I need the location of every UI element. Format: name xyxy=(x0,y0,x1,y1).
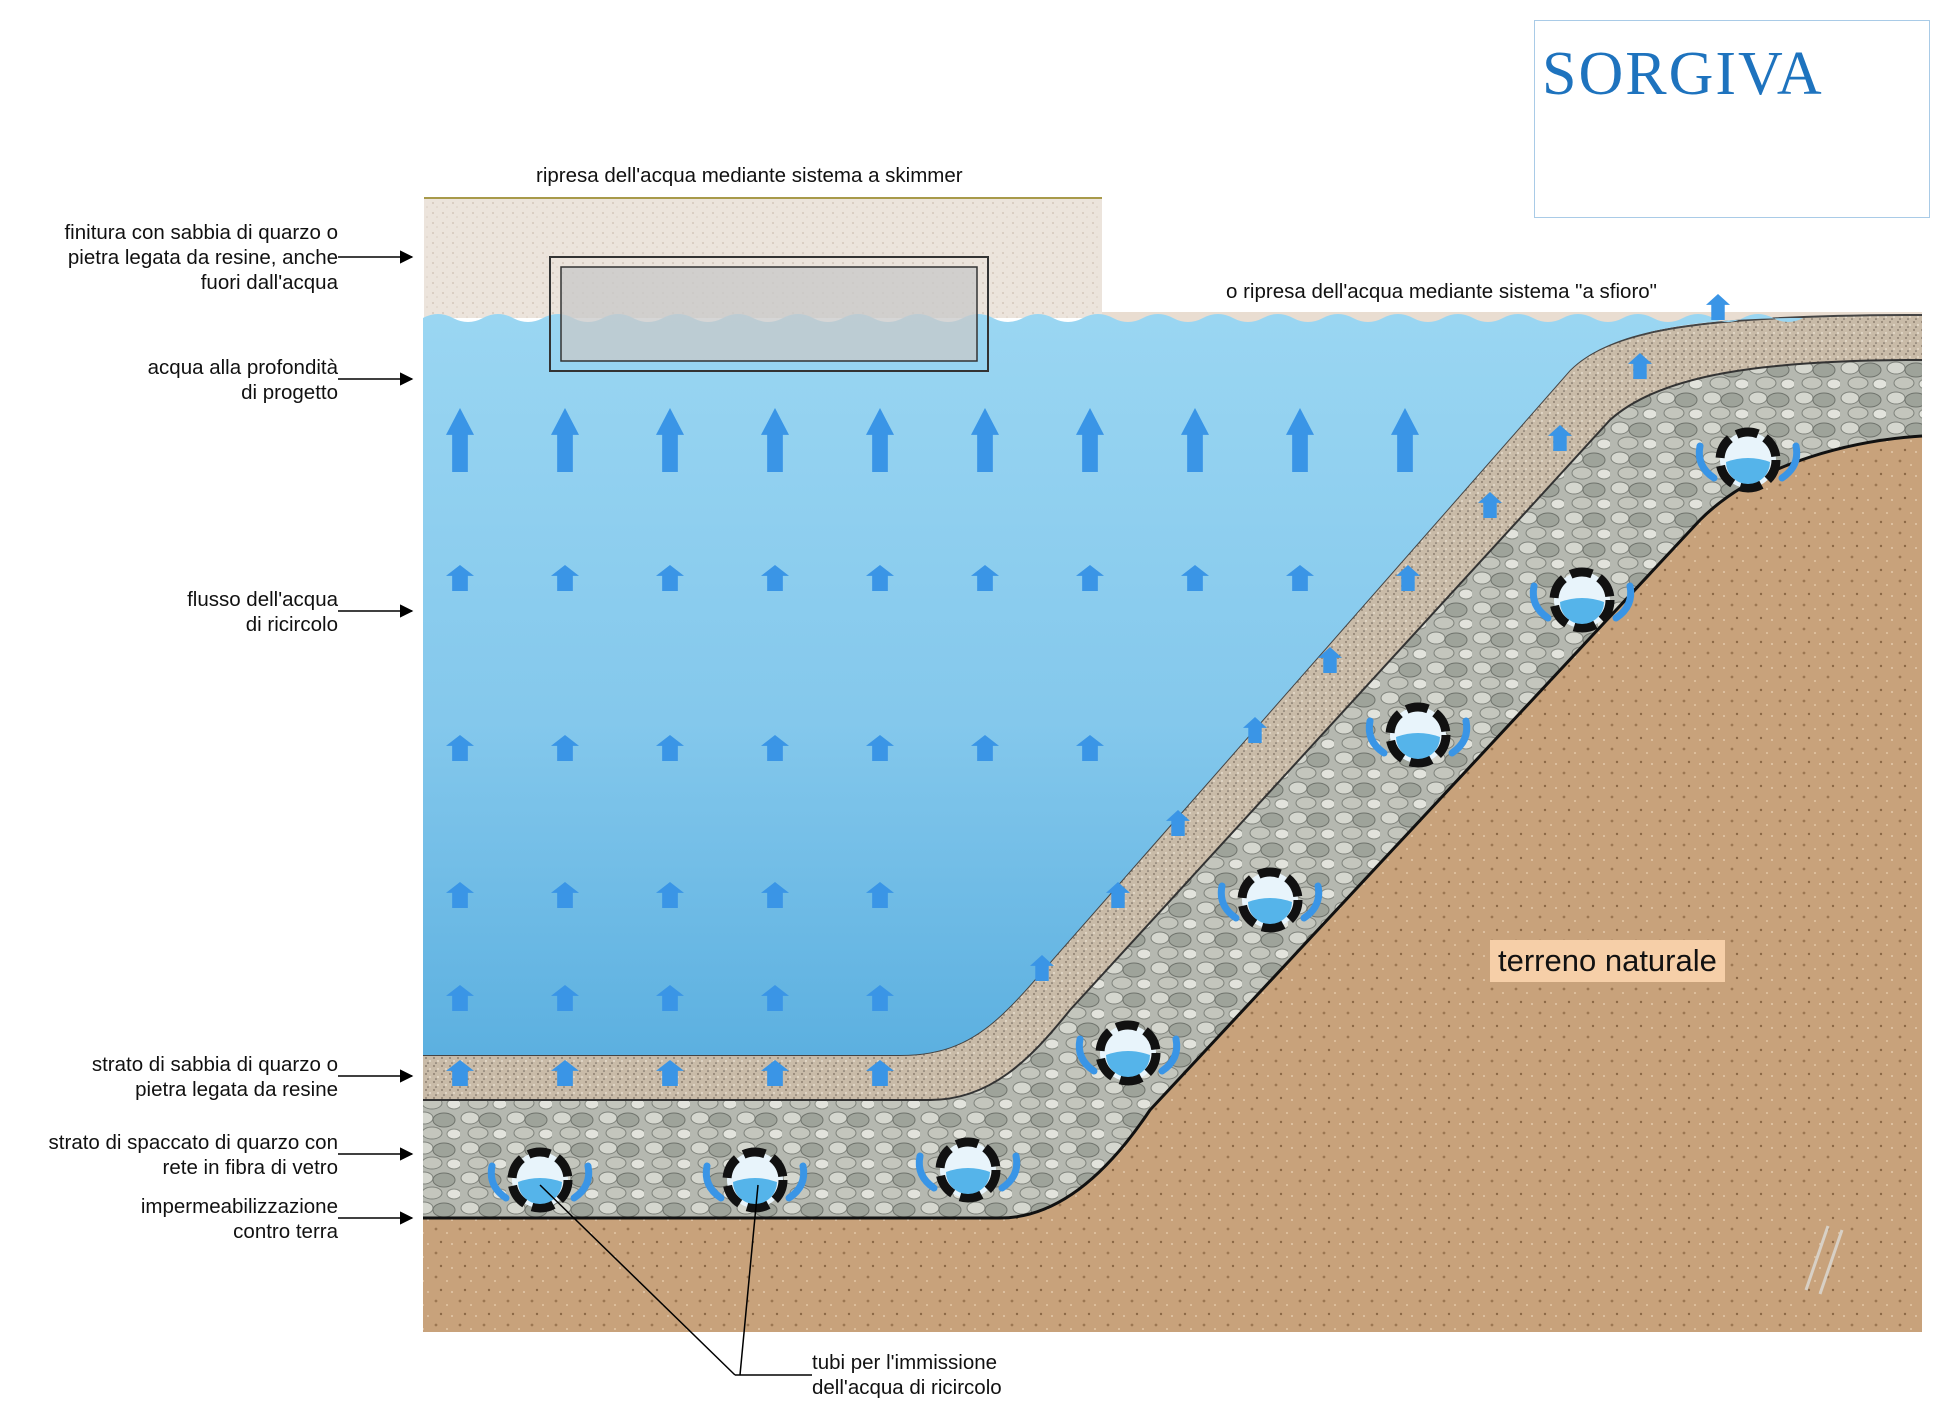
skimmer-box xyxy=(561,267,977,361)
label-acqua: acqua alla profondità di progetto xyxy=(28,355,338,405)
label-finitura: finitura con sabbia di quarzo o pietra l… xyxy=(28,220,338,295)
label-sfioro: o ripresa dell'acqua mediante sistema "a… xyxy=(1226,279,1657,304)
label-strato-sabbia: strato di sabbia di quarzo o pietra lega… xyxy=(28,1052,338,1102)
label-terreno-naturale: terreno naturale xyxy=(1490,940,1725,982)
label-flusso: flusso dell'acqua di ricircolo xyxy=(28,587,338,637)
label-impermeabilizzazione: impermeabilizzazione contro terra xyxy=(28,1194,338,1244)
label-tubi: tubi per l'immissione dell'acqua di rici… xyxy=(812,1350,1002,1400)
label-strato-spaccato: strato di spaccato di quarzo con rete in… xyxy=(28,1130,338,1180)
label-leaders xyxy=(338,257,412,1218)
label-skimmer: ripresa dell'acqua mediante sistema a sk… xyxy=(536,163,963,188)
brand-logo: SORGIVA xyxy=(1542,34,1824,114)
